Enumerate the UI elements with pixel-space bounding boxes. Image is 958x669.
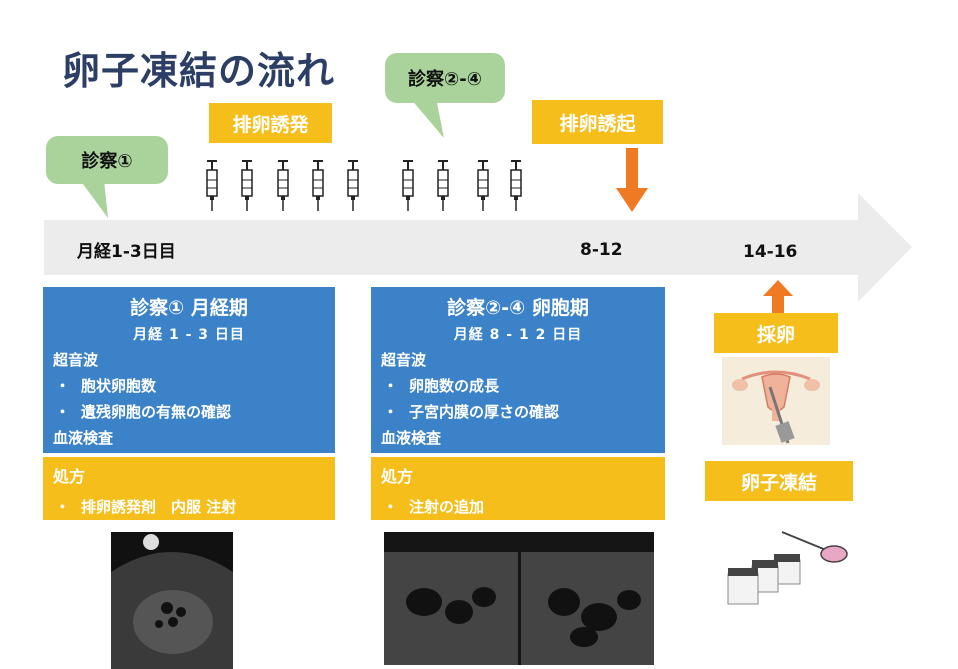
callout-exam2-text: 診察②-④ (408, 69, 482, 90)
list-item: ・卵胞数の成長 (371, 375, 665, 396)
panel-exam2-heading: 診察②-④ 卵胞期 (447, 297, 589, 319)
list-item-text: 卵胞数の成長 (409, 377, 500, 395)
panel-exam2-rx-title: 処方 (381, 467, 414, 486)
timeline-day3: 14-16 (743, 242, 798, 262)
callout-exam1: 診察① (46, 136, 168, 184)
cryo-vial-icon (727, 531, 848, 605)
bullet: ・ (55, 377, 71, 395)
panel-exam2-section1: 超音波 (381, 351, 427, 369)
panel-exam2: 診察②-④ 卵胞期 月経 8 - 1 2 日目 超音波 ・卵胞数の成長 ・子宮内… (371, 287, 665, 453)
panel-exam2-sub: 月経 8 - 1 2 日目 (453, 327, 583, 343)
list-item-text: 注射の追加 (409, 498, 485, 516)
callout-exam2: 診察②-④ (385, 53, 505, 103)
list-item: ・遺残卵胞の有無の確認 (43, 401, 335, 422)
page-title: 卵子凍結の流れ (62, 49, 336, 93)
ultrasound-image (384, 532, 654, 665)
ultrasound-image-1 (111, 532, 233, 669)
list-item-text: 胞状卵胞数 (81, 377, 157, 395)
label-ovulation-induction: 排卵誘発 (209, 103, 332, 143)
syringe-icon (400, 160, 416, 216)
ultrasound-image (111, 532, 233, 669)
list-item: ・胞状卵胞数 (43, 375, 335, 396)
bullet: ・ (55, 498, 71, 516)
label-ovulation-induction-text: 排卵誘発 (232, 113, 309, 136)
panel-exam2-section2: 血液検査 (381, 429, 442, 447)
orange-up-arrow (763, 280, 793, 313)
panel-exam2-rx: 処方 ・注射の追加 (371, 457, 665, 520)
label-ovulation-trigger: 排卵誘起 (532, 100, 663, 144)
panel-exam1: 診察① 月経期 月経 1 - 3 日目 超音波 ・胞状卵胞数 ・遺残卵胞の有無の… (43, 287, 335, 453)
loop-tool-icon (781, 531, 827, 551)
panel-exam1-heading: 診察① 月経期 (130, 297, 248, 319)
cryo-vial (727, 568, 759, 605)
dish-icon (820, 545, 848, 563)
syringe-icon (508, 160, 524, 216)
syringe-icon (275, 160, 291, 216)
panel-exam1-rx: 処方 ・排卵誘発剤 内服 注射 (43, 457, 335, 520)
callout-exam1-tail (80, 180, 108, 218)
label-egg-freezing: 卵子凍結 (705, 461, 853, 501)
syringe-icon (475, 160, 491, 216)
syringe-icon (345, 160, 361, 216)
syringe-icon (239, 160, 255, 216)
list-item: ・注射の追加 (371, 496, 665, 517)
orange-down-arrow (616, 148, 648, 212)
panel-exam1-section1: 超音波 (53, 351, 99, 369)
bullet: ・ (383, 403, 399, 421)
ultrasound-image-2 (384, 532, 654, 665)
uterus-illustration (722, 357, 830, 445)
label-egg-retrieval-text: 採卵 (756, 323, 795, 346)
syringe-icon (435, 160, 451, 216)
list-item-text: 子宮内膜の厚さの確認 (409, 403, 560, 421)
list-item: ・子宮内膜の厚さの確認 (371, 401, 665, 422)
panel-exam1-rx-title: 処方 (53, 467, 86, 486)
label-ovulation-trigger-text: 排卵誘起 (559, 112, 636, 135)
panel-exam1-sub: 月経 1 - 3 日目 (133, 327, 245, 343)
list-item: ・排卵誘発剤 内服 注射 (43, 496, 335, 517)
uterus-icon (732, 370, 820, 444)
list-item-text: 遺残卵胞の有無の確認 (81, 403, 232, 421)
list-item-text: 排卵誘発剤 内服 注射 (81, 498, 237, 516)
callout-exam1-text: 診察① (81, 151, 133, 172)
bullet: ・ (383, 498, 399, 516)
timeline-day1: 月経1-3日目 (77, 242, 176, 262)
label-egg-freezing-text: 卵子凍結 (740, 471, 817, 494)
bullet: ・ (55, 403, 71, 421)
bullet: ・ (383, 377, 399, 395)
label-egg-retrieval: 採卵 (714, 313, 838, 353)
timeline-day2: 8-12 (580, 240, 623, 260)
syringe-icon (310, 160, 326, 216)
panel-exam1-section2: 血液検査 (53, 429, 114, 447)
callout-exam2-tail (410, 98, 444, 138)
syringe-icon (204, 160, 220, 216)
